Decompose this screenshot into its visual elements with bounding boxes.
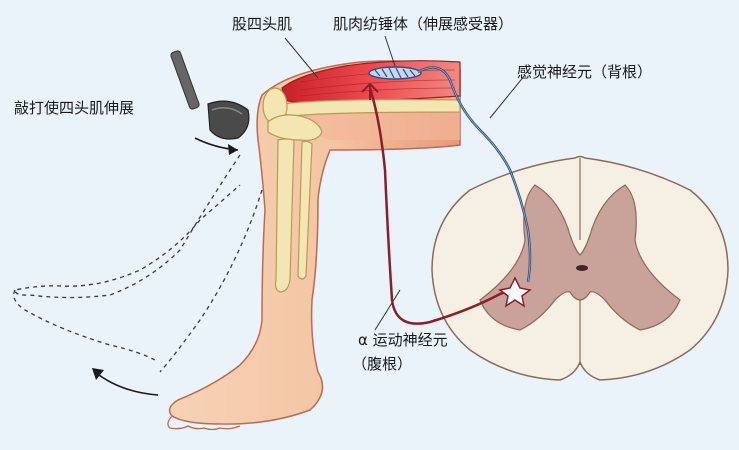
ghost-foot-outline: [13, 289, 156, 361]
motor-neuron-label-line2: （腹根）: [352, 355, 413, 373]
quadriceps-label: 股四头肌: [232, 15, 293, 33]
fibula-bone: [297, 140, 313, 280]
sensory-neuron-label: 感觉神经元（背根）: [517, 63, 653, 81]
toes: [167, 415, 241, 431]
sensory-pointer: [489, 74, 526, 119]
tap-label: 敲打使四头肌伸展: [14, 99, 135, 117]
sensory-neuron-inner: [417, 67, 531, 283]
tap-arrow-head: [228, 144, 238, 155]
spindle-pointer: [384, 35, 396, 67]
muscle-spindle-icon: [368, 66, 422, 80]
ghost-leg-outline: [14, 154, 241, 299]
motor-pointer: [374, 289, 401, 331]
kick-arrow: [94, 371, 159, 396]
spinal-cord-gray-matter: [479, 184, 681, 331]
quadriceps-pointer: [284, 37, 319, 79]
leg-silhouette: [168, 60, 461, 425]
synapse-star-icon: [498, 276, 532, 308]
central-canal: [576, 265, 588, 271]
reflex-hammer-icon: [170, 50, 250, 140]
spindle-label: 肌肉纺锤体（伸展感受器）: [333, 15, 514, 33]
motor-end-plate: [361, 82, 379, 100]
ghost-shin-outline: [159, 189, 263, 373]
tibia-bone: [274, 138, 295, 293]
motor-neuron-label-line1: α 运动神经元: [358, 331, 448, 349]
spinal-cord-cross-section: [431, 155, 729, 381]
motor-neuron-path: [368, 87, 516, 325]
kick-arrow-head: [92, 368, 104, 380]
